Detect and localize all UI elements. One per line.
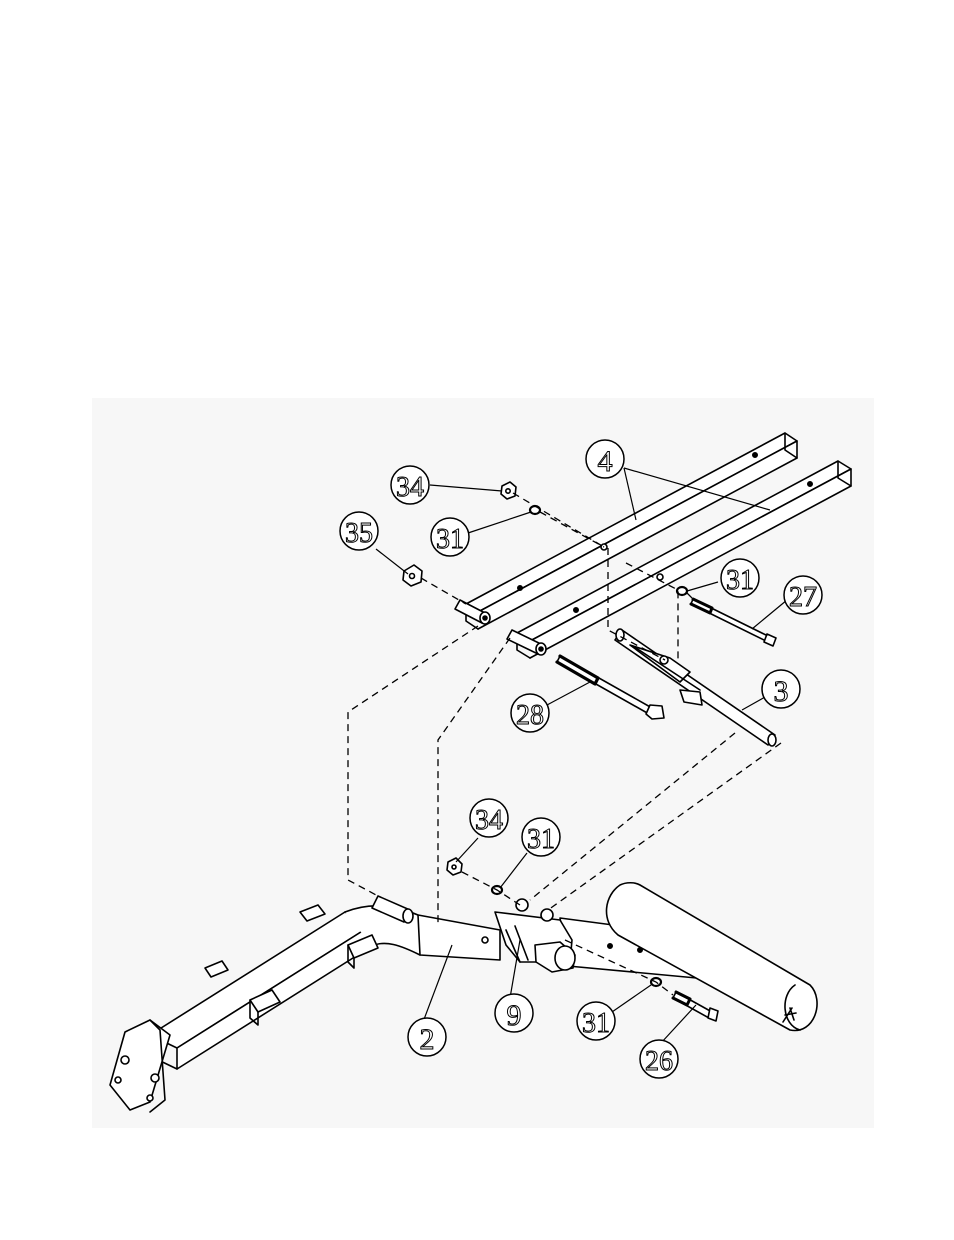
callout-3: 3 xyxy=(762,670,800,708)
svg-text:9: 9 xyxy=(507,999,522,1032)
callout-35: 35 xyxy=(340,512,378,550)
svg-text:31: 31 xyxy=(527,824,555,855)
svg-text:2: 2 xyxy=(420,1023,435,1056)
svg-text:26: 26 xyxy=(645,1046,673,1077)
callout-31-right: 31 xyxy=(721,559,759,597)
callout-31-bottom: 31 xyxy=(577,1002,615,1040)
nut-34-upper xyxy=(501,482,516,499)
callout-31-lower: 31 xyxy=(522,818,560,856)
svg-text:4: 4 xyxy=(598,445,613,478)
svg-text:31: 31 xyxy=(436,524,464,555)
svg-text:34: 34 xyxy=(475,805,503,836)
washer-31-upper xyxy=(530,506,540,514)
callout-31-upper: 31 xyxy=(431,518,469,556)
callout-2: 2 xyxy=(408,1018,446,1056)
callout-26: 26 xyxy=(640,1040,678,1078)
svg-text:27: 27 xyxy=(789,582,817,613)
callout-34-lower: 34 xyxy=(470,799,508,837)
callout-34-upper: 34 xyxy=(391,466,429,504)
svg-text:35: 35 xyxy=(345,518,373,549)
svg-text:34: 34 xyxy=(396,472,424,503)
svg-text:31: 31 xyxy=(582,1008,610,1039)
callout-4: 4 xyxy=(586,440,624,478)
svg-text:3: 3 xyxy=(774,675,789,708)
callout-9: 9 xyxy=(495,994,533,1032)
callout-28: 28 xyxy=(511,694,549,732)
callout-27: 27 xyxy=(784,576,822,614)
svg-text:31: 31 xyxy=(726,565,754,596)
svg-text:28: 28 xyxy=(516,700,544,731)
